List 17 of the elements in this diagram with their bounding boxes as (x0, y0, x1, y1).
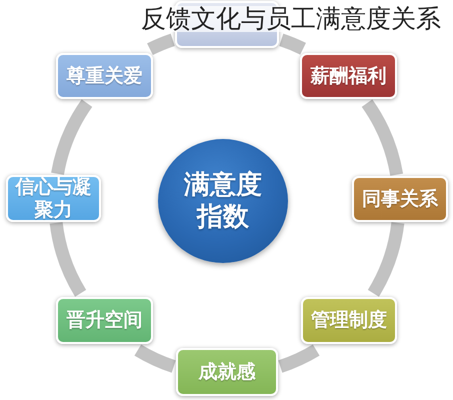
ring-arc (362, 100, 403, 176)
ring-arc (279, 34, 306, 55)
category-box: 尊重关爱 (56, 53, 153, 99)
category-box: 信心与凝聚力 (6, 175, 101, 222)
category-box: 成就感 (176, 348, 278, 396)
ring-arc (50, 222, 86, 296)
category-box: 管理制度 (301, 297, 397, 344)
ring-arc (368, 222, 404, 296)
category-box: 薪酬福利 (300, 53, 397, 99)
category-box: 晋升空间 (56, 297, 153, 344)
category-box: 同事关系 (352, 176, 448, 222)
center-circle: 满意度指数 (158, 139, 288, 263)
ring-arc (147, 34, 175, 56)
ring-arc (278, 344, 320, 373)
ring-arc (51, 100, 92, 176)
title: 反馈文化与员工满意度关系 (141, 6, 441, 32)
ring-arc (134, 344, 176, 373)
